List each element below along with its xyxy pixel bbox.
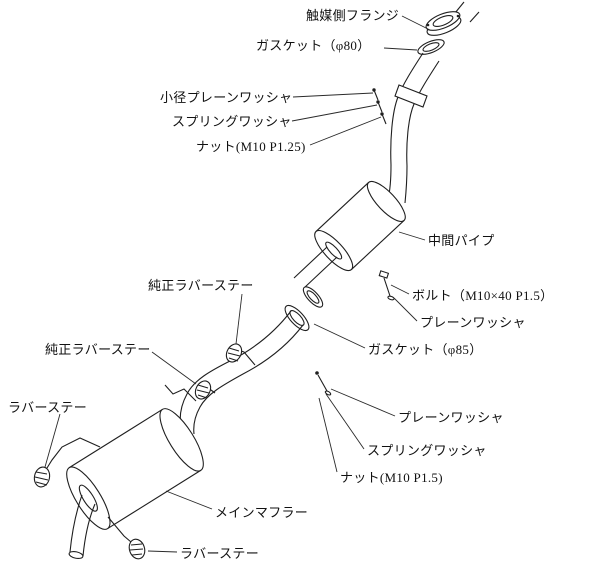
gasket-80-drawing <box>417 39 445 55</box>
label-rubber-stay-bottom: ラバーステー <box>180 546 260 561</box>
label-plain-washer-upper: プレーンワッシャ <box>420 315 526 330</box>
label-catalyst-flange: 触媒側フランジ <box>306 8 400 23</box>
label-spring-washer-lower: スプリングワッシャ <box>367 443 487 458</box>
label-small-plain-washer: 小径プレーンワッシャ <box>160 90 293 105</box>
label-oem-rubber-stay-1: 純正ラバーステー <box>148 278 254 293</box>
oem-rubber-stay-1-drawing <box>225 343 256 366</box>
upper-pipe <box>387 52 440 204</box>
rubber-stay-left-drawing <box>33 437 101 488</box>
label-nut-upper: ナット(M10 P1.25) <box>196 139 306 154</box>
leader-lines <box>44 15 431 553</box>
label-middle-pipe: 中間パイプ <box>428 233 495 248</box>
label-gasket-85: ガスケット（φ85） <box>368 342 483 357</box>
label-oem-rubber-stay-2: 純正ラバーステー <box>45 342 151 357</box>
main-muffler-body <box>66 408 204 530</box>
bolt-drawing <box>378 270 395 301</box>
label-rubber-stay-left: ラバーステー <box>8 400 88 415</box>
resonator-outlet-pipe <box>293 246 338 289</box>
label-gasket-80: ガスケット（φ80） <box>256 38 371 53</box>
gasket-85-drawing <box>302 286 324 308</box>
label-main-muffler: メインマフラー <box>215 505 309 520</box>
rubber-stay-bottom-drawing <box>107 516 146 560</box>
label-spring-washer-upper: スプリングワッシャ <box>172 114 292 129</box>
middle-pipe-body <box>314 180 406 272</box>
catalyst-flange-drawing <box>425 11 462 36</box>
catalyst-pipe-stub <box>454 1 480 23</box>
tailpipe <box>68 494 96 560</box>
label-plain-washer-lower: プレーンワッシャ <box>398 410 504 425</box>
oem-rubber-stay-2-drawing <box>164 380 216 402</box>
stud-bolt-set <box>372 88 387 125</box>
label-bolt: ボルト（M10×40 P1.5） <box>412 288 554 303</box>
lower-pipe <box>179 310 304 435</box>
lower-fastener-set <box>315 371 332 396</box>
label-nut-lower: ナット(M10 P1.5) <box>340 470 443 485</box>
